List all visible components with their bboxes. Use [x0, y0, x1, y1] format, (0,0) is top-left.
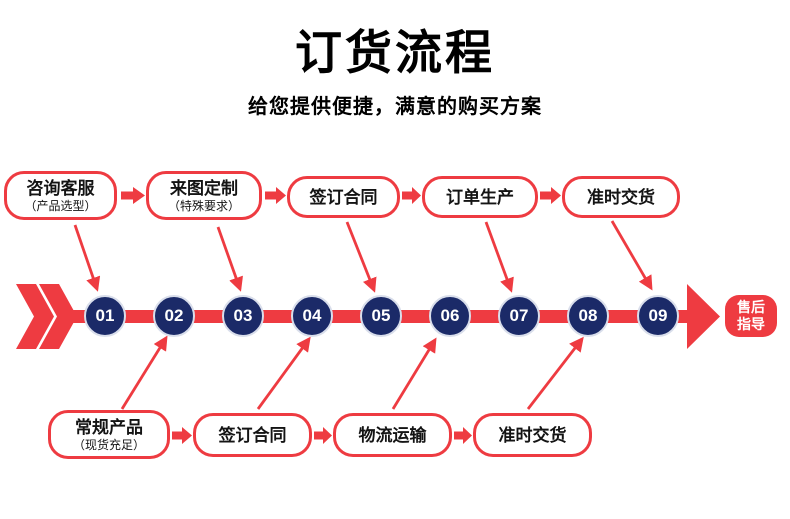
step-bubble-consult: 咨询客服 （产品选型） — [4, 171, 117, 220]
bubble-label: 签订合同 — [309, 187, 378, 207]
step-bubble-sign-contract-bottom: 签订合同 — [193, 413, 312, 457]
bubble-label: 物流运输 — [358, 425, 427, 445]
right-arrow-icon — [121, 187, 145, 204]
connector-arrow — [610, 220, 653, 291]
bubble-label: 准时交货 — [587, 187, 655, 207]
timeline-step-09: 09 — [637, 295, 679, 337]
bubble-label: 签订合同 — [218, 425, 287, 445]
connector-arrow — [73, 224, 101, 292]
bubble-label: 准时交货 — [498, 425, 567, 445]
bubble-label: 咨询客服 — [26, 178, 95, 198]
right-arrow-icon — [265, 187, 286, 204]
connector-arrow — [391, 337, 437, 410]
step-bubble-on-time-delivery-top: 准时交货 — [562, 176, 680, 218]
page-subtitle: 给您提供便捷，满意的购买方案 — [248, 96, 542, 118]
right-arrow-icon — [172, 427, 192, 444]
bubble-label: 订单生产 — [446, 187, 514, 207]
bubble-sublabel: （特殊要求） — [167, 198, 240, 213]
step-bubble-logistics: 物流运输 — [333, 413, 452, 457]
right-arrow-icon — [314, 427, 332, 444]
connector-arrow — [526, 336, 584, 410]
right-arrow-icon — [402, 187, 421, 204]
after-sales-badge: 售后 指导 — [725, 295, 777, 337]
connector-arrow — [216, 226, 243, 292]
step-bubble-on-time-delivery-bottom: 准时交货 — [473, 413, 592, 457]
timeline-step-04: 04 — [291, 295, 333, 337]
connector-arrow — [484, 221, 514, 293]
timeline-step-05: 05 — [360, 295, 402, 337]
after-sales-line2: 指导 — [737, 316, 765, 332]
arrowhead-icon — [687, 284, 720, 349]
right-arrow-icon — [540, 187, 561, 204]
connector-arrow — [256, 336, 311, 410]
bubble-sublabel: （现货充足） — [72, 437, 145, 452]
chevron-icon — [16, 284, 54, 349]
connector-arrow — [120, 335, 168, 410]
bubble-sublabel: （产品选型） — [24, 198, 97, 213]
page-title: 订货流程 — [295, 26, 495, 79]
step-bubble-sign-contract-top: 签订合同 — [287, 176, 400, 218]
step-bubble-standard-product: 常规产品 （现货充足） — [48, 410, 170, 459]
bubble-label: 来图定制 — [170, 178, 238, 198]
timeline-step-03: 03 — [222, 295, 264, 337]
timeline-step-08: 08 — [567, 295, 609, 337]
connector-arrow — [345, 221, 377, 293]
after-sales-line1: 售后 — [737, 299, 765, 315]
timeline-step-02: 02 — [153, 295, 195, 337]
timeline-step-07: 07 — [498, 295, 540, 337]
bubble-label: 常规产品 — [75, 417, 143, 437]
step-bubble-order-production: 订单生产 — [422, 176, 538, 218]
timeline-step-01: 01 — [84, 295, 126, 337]
step-bubble-custom-design: 来图定制 （特殊要求） — [146, 171, 262, 220]
chevron-icon — [39, 284, 77, 349]
timeline-step-06: 06 — [429, 295, 471, 337]
right-arrow-icon — [454, 427, 472, 444]
